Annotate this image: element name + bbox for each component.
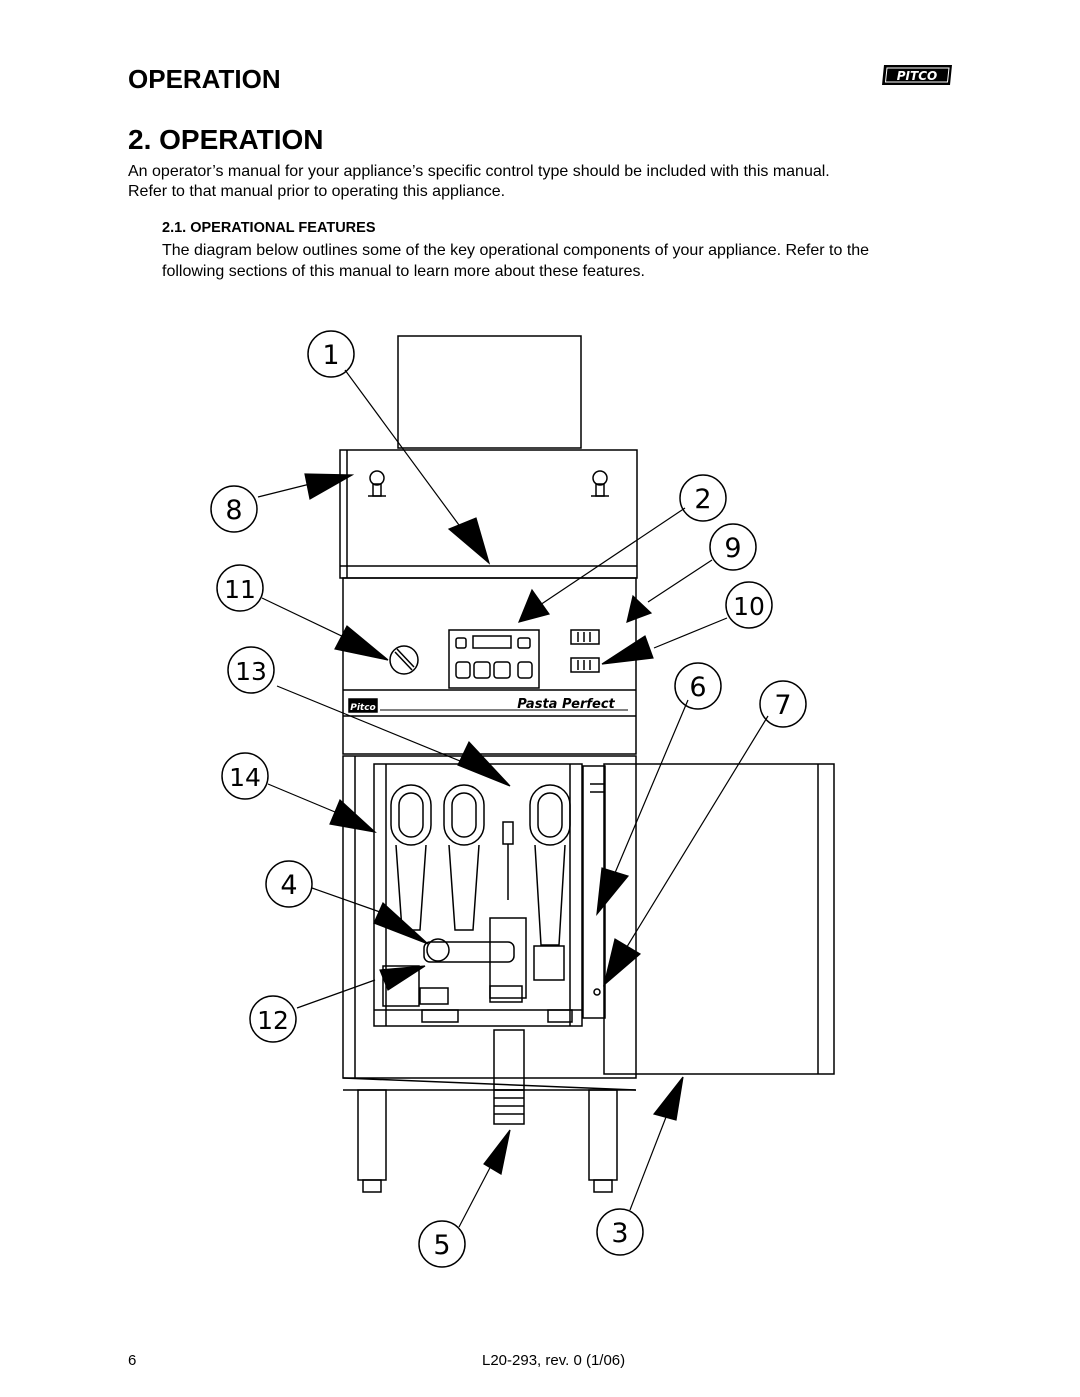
subsection-line-1: The diagram below outlines some of the k… — [162, 242, 870, 259]
subsection-line-2: following sections of this manual to lea… — [162, 263, 645, 280]
brand-badge: Pitco Pasta Perfect — [348, 697, 628, 713]
drain-pipe — [493, 1029, 525, 1091]
burner-right — [529, 784, 571, 946]
callout-3: 3 — [596, 1208, 644, 1256]
rocker-switch-upper — [570, 629, 600, 645]
callout-7: 7 — [759, 680, 807, 728]
callout-14: 14 — [221, 752, 269, 800]
svg-text:14: 14 — [229, 763, 261, 792]
backsplash — [339, 449, 638, 579]
leg-left — [357, 1089, 387, 1193]
subsection-title: 2.1. OPERATIONAL FEATURES — [162, 220, 376, 236]
drain-extension — [493, 1089, 525, 1125]
document-reference: L20-293, rev. 0 (1/06) — [482, 1352, 626, 1369]
hanger-slot-right — [591, 470, 609, 497]
controller-button — [517, 661, 533, 679]
svg-text:12: 12 — [257, 1006, 289, 1035]
page-number: 6 — [128, 1352, 137, 1369]
svg-text:13: 13 — [235, 657, 267, 686]
controller-button — [493, 661, 511, 679]
svg-text:1: 1 — [322, 340, 339, 371]
cabinet-door — [603, 763, 835, 1075]
hanger-slot-left — [368, 470, 386, 497]
svg-text:PITCO: PITCO — [897, 69, 937, 83]
section-title: 2. OPERATION — [128, 124, 324, 155]
burner-left — [390, 784, 432, 931]
svg-text:Pasta Perfect: Pasta Perfect — [517, 697, 615, 712]
intro-line-1: An operator’s manual for your appliance’… — [128, 163, 830, 180]
flue-stack — [397, 335, 582, 449]
drain-valve-handle — [426, 938, 450, 962]
computer-controller — [448, 629, 540, 689]
callout-9: 9 — [709, 523, 757, 571]
callout-leaders — [257, 369, 769, 1228]
pilot-assembly — [502, 821, 514, 845]
controller-button — [455, 637, 467, 649]
controller-button — [455, 661, 471, 679]
intro-line-2: Refer to that manual prior to operating … — [128, 183, 506, 200]
control-panel — [342, 577, 637, 755]
svg-text:5: 5 — [433, 1230, 450, 1261]
valve-knob-arm — [423, 941, 515, 963]
callout-5: 5 — [418, 1220, 466, 1268]
callout-8: 8 — [210, 485, 258, 533]
gas-manifold — [382, 965, 420, 1007]
callout-6: 6 — [674, 662, 722, 710]
callout-11: 11 — [216, 564, 264, 612]
svg-text:8: 8 — [225, 495, 242, 526]
callout-13: 13 — [227, 646, 275, 694]
callout-2: 2 — [679, 474, 727, 522]
gas-manifold — [533, 945, 565, 981]
svg-text:10: 10 — [733, 592, 765, 621]
running-header-title: OPERATION — [128, 64, 281, 94]
pitco-logo: PITCO — [882, 65, 952, 85]
subsection-paragraph: The diagram below outlines some of the k… — [162, 240, 992, 282]
controller-button — [517, 637, 531, 649]
control-knob — [389, 645, 419, 675]
cabinet — [342, 755, 637, 1079]
svg-text:Pitco: Pitco — [350, 703, 376, 713]
svg-text:11: 11 — [224, 575, 256, 604]
svg-text:2: 2 — [694, 484, 711, 515]
svg-text:4: 4 — [280, 870, 297, 901]
controller-button — [473, 661, 491, 679]
svg-text:3: 3 — [611, 1218, 628, 1249]
intro-paragraph: An operator’s manual for your appliance’… — [128, 162, 988, 202]
burner-center — [443, 784, 485, 931]
burner-compartment — [373, 763, 583, 1027]
callout-4: 4 — [265, 860, 313, 908]
gas-valve — [489, 917, 527, 999]
callout-12: 12 — [249, 995, 297, 1043]
controller-display — [472, 635, 512, 649]
leg-right — [588, 1089, 618, 1193]
svg-text:6: 6 — [689, 672, 706, 703]
rocker-switch-lower — [570, 657, 600, 673]
svg-text:9: 9 — [724, 533, 741, 564]
svg-text:7: 7 — [774, 690, 791, 721]
callout-10: 10 — [725, 581, 773, 629]
callout-1: 1 — [307, 330, 355, 378]
